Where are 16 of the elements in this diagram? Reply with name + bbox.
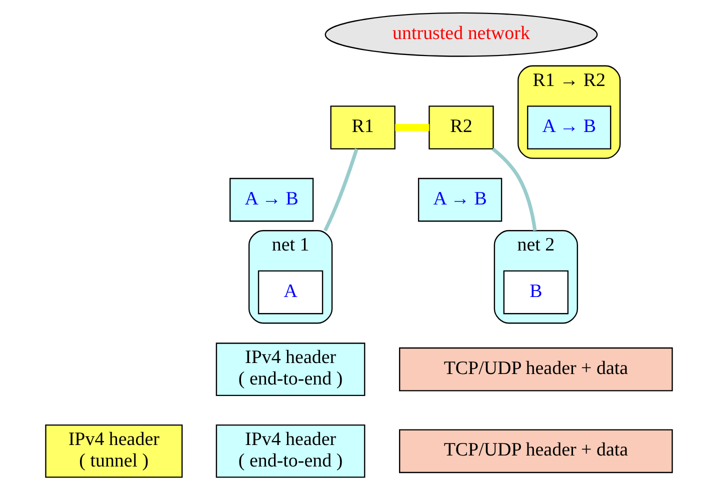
node-box: IPv4 header ( tunnel ) — [44, 424, 182, 478]
node-box: A → B — [526, 106, 611, 150]
node-box: R2 — [428, 106, 494, 150]
node-box: IPv4 header ( end-to-end ) — [215, 342, 365, 396]
connector — [394, 124, 429, 132]
connector — [323, 148, 358, 232]
node-box: A → B — [228, 178, 314, 222]
node-box: A — [257, 270, 323, 314]
node-box: TCP/UDP header + data — [398, 429, 672, 474]
node-box: R1 — [330, 106, 395, 150]
node-box: A → B — [417, 178, 502, 222]
node-box: B — [502, 270, 568, 314]
connector — [491, 148, 536, 231]
node-box: IPv4 header ( end-to-end ) — [215, 424, 365, 478]
node-box: TCP/UDP header + data — [398, 347, 672, 392]
node-ellipse: untrusted network — [324, 12, 598, 57]
